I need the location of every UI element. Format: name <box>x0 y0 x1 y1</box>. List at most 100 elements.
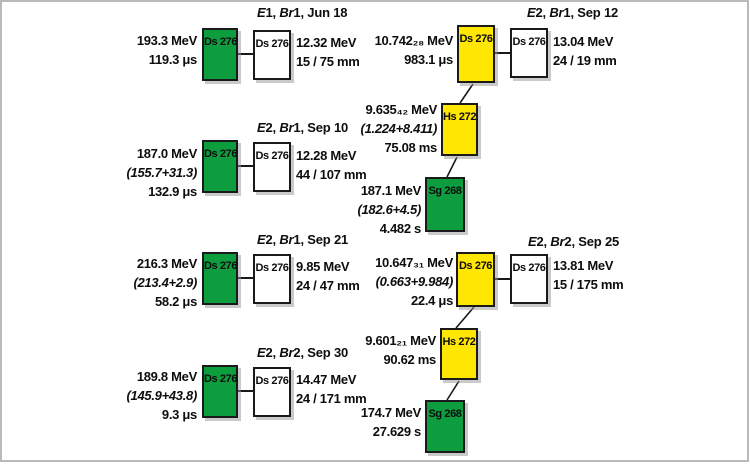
energy-line: 10.647₃₁ MeV <box>375 255 453 270</box>
branch-number: 1, <box>293 232 304 247</box>
isotope-box-sg268: Sg 268 <box>425 400 465 453</box>
diagonal-decay-connector <box>446 380 460 401</box>
isotope-box-ds276: Ds 276 <box>253 30 291 80</box>
energy-line: 187.0 MeV <box>136 146 197 161</box>
isotope-label: Sg 268 <box>428 408 462 420</box>
lifetime-line: 22.4 μs <box>411 293 453 308</box>
experiment-number: 2, <box>265 345 276 360</box>
chain-header: E2, Br1, Sep 10 <box>257 120 348 135</box>
chain-date: Sep 10 <box>307 120 349 135</box>
experiment-id: E <box>528 234 537 249</box>
chain-date: Jun 18 <box>307 5 348 20</box>
experiment-id: E <box>527 5 536 20</box>
descendant-measurements: 174.7 MeV 27.629 s <box>361 403 421 441</box>
energy-line: 13.81 MeV <box>553 258 614 273</box>
isotope-label: Ds 276 <box>459 33 493 45</box>
experiment-id: E <box>257 345 266 360</box>
position-line: 44 / 107 mm <box>296 167 367 182</box>
energy-line: 187.1 MeV <box>360 183 421 198</box>
components-line: (1.224+8.411) <box>360 121 438 136</box>
energy-line: 12.28 MeV <box>296 148 357 163</box>
chain-header: E2, Br2, Sep 30 <box>257 345 348 360</box>
branch-id: Br <box>279 5 294 20</box>
daughter-measurements: 12.32 MeV 15 / 75 mm <box>296 33 360 71</box>
isotope-box-hs272: Hs 272 <box>441 103 478 156</box>
energy-line: 216.3 MeV <box>136 256 197 271</box>
chain-header: E2, Br1, Sep 12 <box>527 5 618 20</box>
parent-measurements: 10.742₂₈ MeV 983.1 μs <box>374 31 454 69</box>
isotope-label: Ds 276 <box>458 260 493 272</box>
descendant-measurements: 187.1 MeV (182.6+4.5) 4.482 s <box>357 181 421 238</box>
lifetime-line: 9.3 μs <box>161 407 197 422</box>
lifetime-line: 58.2 μs <box>155 294 197 309</box>
isotope-label: Hs 272 <box>443 111 477 123</box>
isotope-label: Ds 276 <box>512 36 546 48</box>
isotope-label: Ds 276 <box>255 375 289 387</box>
position-line: 24 / 47 mm <box>296 278 360 293</box>
lifetime-line: 119.3 μs <box>148 52 198 67</box>
isotope-box-ds276: Ds 276 <box>253 367 291 417</box>
lifetime-line: 4.482 s <box>379 221 422 236</box>
components-line: (145.9+43.8) <box>126 388 198 403</box>
branch-number: 2, <box>564 234 575 249</box>
descendant-measurements: 9.601₂₁ MeV 90.62 ms <box>365 331 436 369</box>
lifetime-line: 75.08 ms <box>384 140 437 155</box>
energy-line: 12.32 MeV <box>296 35 357 50</box>
energy-line: 174.7 MeV <box>360 405 421 420</box>
energy-line: 193.3 MeV <box>136 33 197 48</box>
energy-line: 13.04 MeV <box>553 34 614 49</box>
isotope-box-ds276: Ds 276 <box>510 254 548 304</box>
isotope-label: Ds 276 <box>204 148 238 160</box>
isotope-label: Ds 276 <box>255 262 289 274</box>
parent-measurements: 216.3 MeV (213.4+2.9) 58.2 μs <box>133 254 197 311</box>
energy-line: 9.635₄₂ MeV <box>365 102 437 117</box>
branch-id: Br <box>549 5 564 20</box>
isotope-box-ds276: Ds 276 <box>253 254 291 304</box>
diagonal-decay-connector <box>459 83 474 104</box>
isotope-label: Ds 276 <box>512 262 546 274</box>
experiment-number: 2, <box>536 234 547 249</box>
energy-line: 9.85 MeV <box>296 259 350 274</box>
branch-id: Br <box>550 234 565 249</box>
parent-measurements: 10.647₃₁ MeV (0.663+9.984) 22.4 μs <box>375 253 453 310</box>
daughter-measurements: 9.85 MeV 24 / 47 mm <box>296 257 360 295</box>
chain-date: Sep 21 <box>307 232 349 247</box>
experiment-number: 2, <box>265 120 276 135</box>
energy-line: 9.601₂₁ MeV <box>365 333 436 348</box>
parent-measurements: 187.0 MeV (155.7+31.3) 132.9 μs <box>127 144 198 201</box>
isotope-box-ds276: Ds 276 <box>202 365 238 418</box>
branch-number: 1, <box>293 5 304 20</box>
lifetime-line: 27.629 s <box>372 424 422 439</box>
daughter-measurements: 13.81 MeV 15 / 175 mm <box>553 256 624 294</box>
position-line: 24 / 19 mm <box>553 53 617 68</box>
isotope-box-ds276: Ds 276 <box>510 28 548 78</box>
components-line: (213.4+2.9) <box>133 275 197 290</box>
isotope-box-hs272: Hs 272 <box>440 328 478 380</box>
energy-line: 14.47 MeV <box>296 372 357 387</box>
isotope-box-ds276: Ds 276 <box>202 140 238 193</box>
isotope-box-ds276: Ds 276 <box>456 252 495 307</box>
components-line: (0.663+9.984) <box>375 274 454 289</box>
energy-line: 189.8 MeV <box>136 369 197 384</box>
branch-number: 2, <box>293 345 304 360</box>
position-line: 15 / 75 mm <box>296 54 360 69</box>
chain-header: E1, Br1, Jun 18 <box>257 5 347 20</box>
chain-header: E2, Br1, Sep 21 <box>257 232 348 247</box>
isotope-label: Ds 276 <box>255 38 289 50</box>
branch-number: 1, <box>293 120 304 135</box>
isotope-label: Ds 276 <box>255 150 289 162</box>
experiment-id: E <box>257 120 266 135</box>
chain-date: Sep 12 <box>577 5 619 20</box>
experiment-number: 1, <box>265 5 276 20</box>
energy-line: 10.742₂₈ MeV <box>374 33 454 48</box>
isotope-label: Ds 276 <box>204 36 238 48</box>
chain-date: Sep 25 <box>578 234 620 249</box>
diagonal-decay-connector <box>455 306 475 329</box>
isotope-box-ds276: Ds 276 <box>202 28 238 81</box>
descendant-measurements: 9.635₄₂ MeV (1.224+8.411) 75.08 ms <box>360 100 438 157</box>
isotope-box-sg268: Sg 268 <box>425 177 465 232</box>
branch-number: 1, <box>563 5 574 20</box>
branch-id: Br <box>279 232 294 247</box>
